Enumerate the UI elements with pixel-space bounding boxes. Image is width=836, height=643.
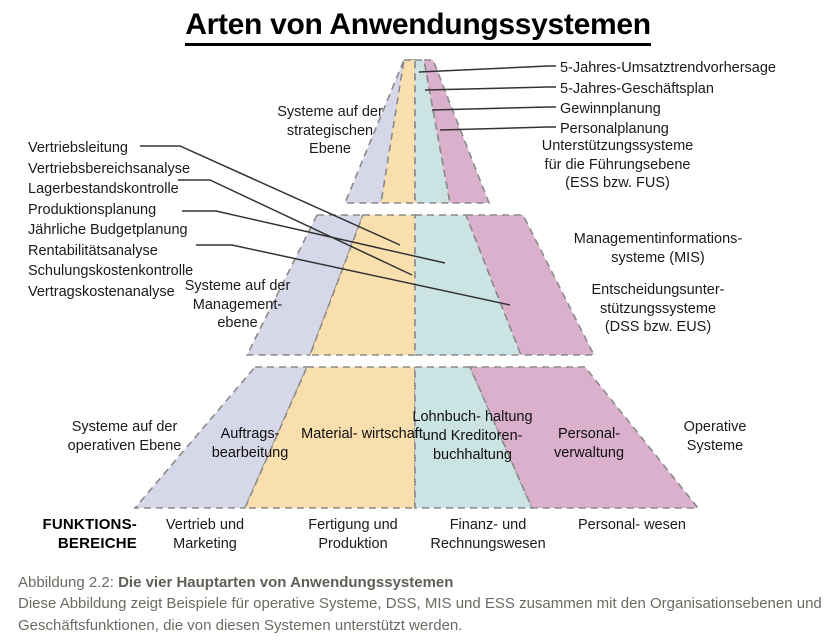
tier-management-band-finance [414,214,523,356]
function-label-personalwesen: Personal- wesen [578,517,686,533]
function-label-fertigung-produktion: Fertigung und Produktion [308,517,398,552]
example-label-geschaeftsplan: 5-Jahres-Geschäftsplan [560,81,714,97]
function-label-finanz-rechnungswesen: Finanz- und Rechnungswesen [430,517,546,552]
band-label-lohnbuchhaltung: Lohnbuch- haltung und Kreditoren- buchha… [412,409,533,463]
band-label-auftragsbearbeitung: Auftrags- bearbeitung [211,426,289,461]
example-label-gewinnplanung: Gewinnplanung [560,101,661,117]
system-type-label-dss: Entscheidungsunter- stützungssysteme (DS… [591,282,725,336]
example-label-produktionsplanung: Produktionsplanung [28,201,157,218]
level-label-operational: Systeme auf der operativen Ebene [67,419,182,454]
function-label-vertrieb-marketing: Vertrieb und Marketing [165,517,245,552]
leader-line-gewinnplanung [431,106,556,111]
level-label-strategic: Systeme auf der strategischen Ebene [277,104,383,158]
page-title-text: Arten von Anwendungssystemen [185,8,651,46]
tier-management-band-manufacturing [308,214,416,356]
system-type-label-ess: Unterstützungssysteme für die Führungseb… [541,138,694,192]
figure-caption: Abbildung 2.2: Die vier Hauptarten von A… [18,572,824,636]
example-label-schulungskostenkontrolle: Schulungskostenkontrolle [28,263,194,280]
example-label-lagerbestandskontrolle: Lagerbestandskontrolle [28,181,179,198]
tier-strategic-band-finance [414,59,451,204]
tier-strategic-band-hr [423,59,491,204]
caption-line-title: Abbildung 2.2: Die vier Hauptarten von A… [18,572,824,593]
functions-header: FUNKTIONS- BEREICHE [42,516,137,552]
example-label-rentabilitaetsanalyse: Rentabilitätsanalyse [28,242,158,259]
leader-line-personalplanung [439,126,556,131]
level-label-management: Systeme auf der Management- ebene [184,278,291,332]
example-label-vertragskostenanalyse: Vertragskostenanalyse [28,283,175,300]
left-example-list: Vertriebsleitung Vertriebsbereichsanalys… [28,139,194,300]
caption-figure-number: Abbildung 2.2: [18,574,119,591]
leader-lines-top [418,65,556,131]
caption-body: Diese Abbildung zeigt Beispiele für oper… [18,595,822,634]
example-label-budgetplanung: Jährliche Budgetplanung [28,222,188,239]
example-label-vertriebsleitung: Vertriebsleitung [28,140,128,156]
band-label-materialwirtschaft: Material- wirtschaft [301,426,423,442]
system-type-label-mis: Managementinformations- systeme (MIS) [573,231,743,266]
band-label-personalverwaltung: Personal- verwaltung [553,426,625,461]
leader-line-lagerbestandskontrolle [178,179,413,276]
leader-line-geschaeftsplan [424,86,556,91]
page-title: Arten von Anwendungssystemen [0,8,836,46]
system-type-label-operative: Operative Systeme [683,419,747,454]
leader-line-umsatztrend [418,65,556,73]
caption-figure-title: Die vier Hauptarten von Anwendungssystem… [118,574,454,591]
example-label-umsatztrendvorhersage: 5-Jahres-Umsatztrendvorhersage [560,60,776,76]
example-label-personalplanung: Personalplanung [560,121,669,137]
example-label-vertriebsbereichsanalyse: Vertriebsbereichsanalyse [28,160,191,177]
leader-line-budgetplanung [182,210,446,264]
